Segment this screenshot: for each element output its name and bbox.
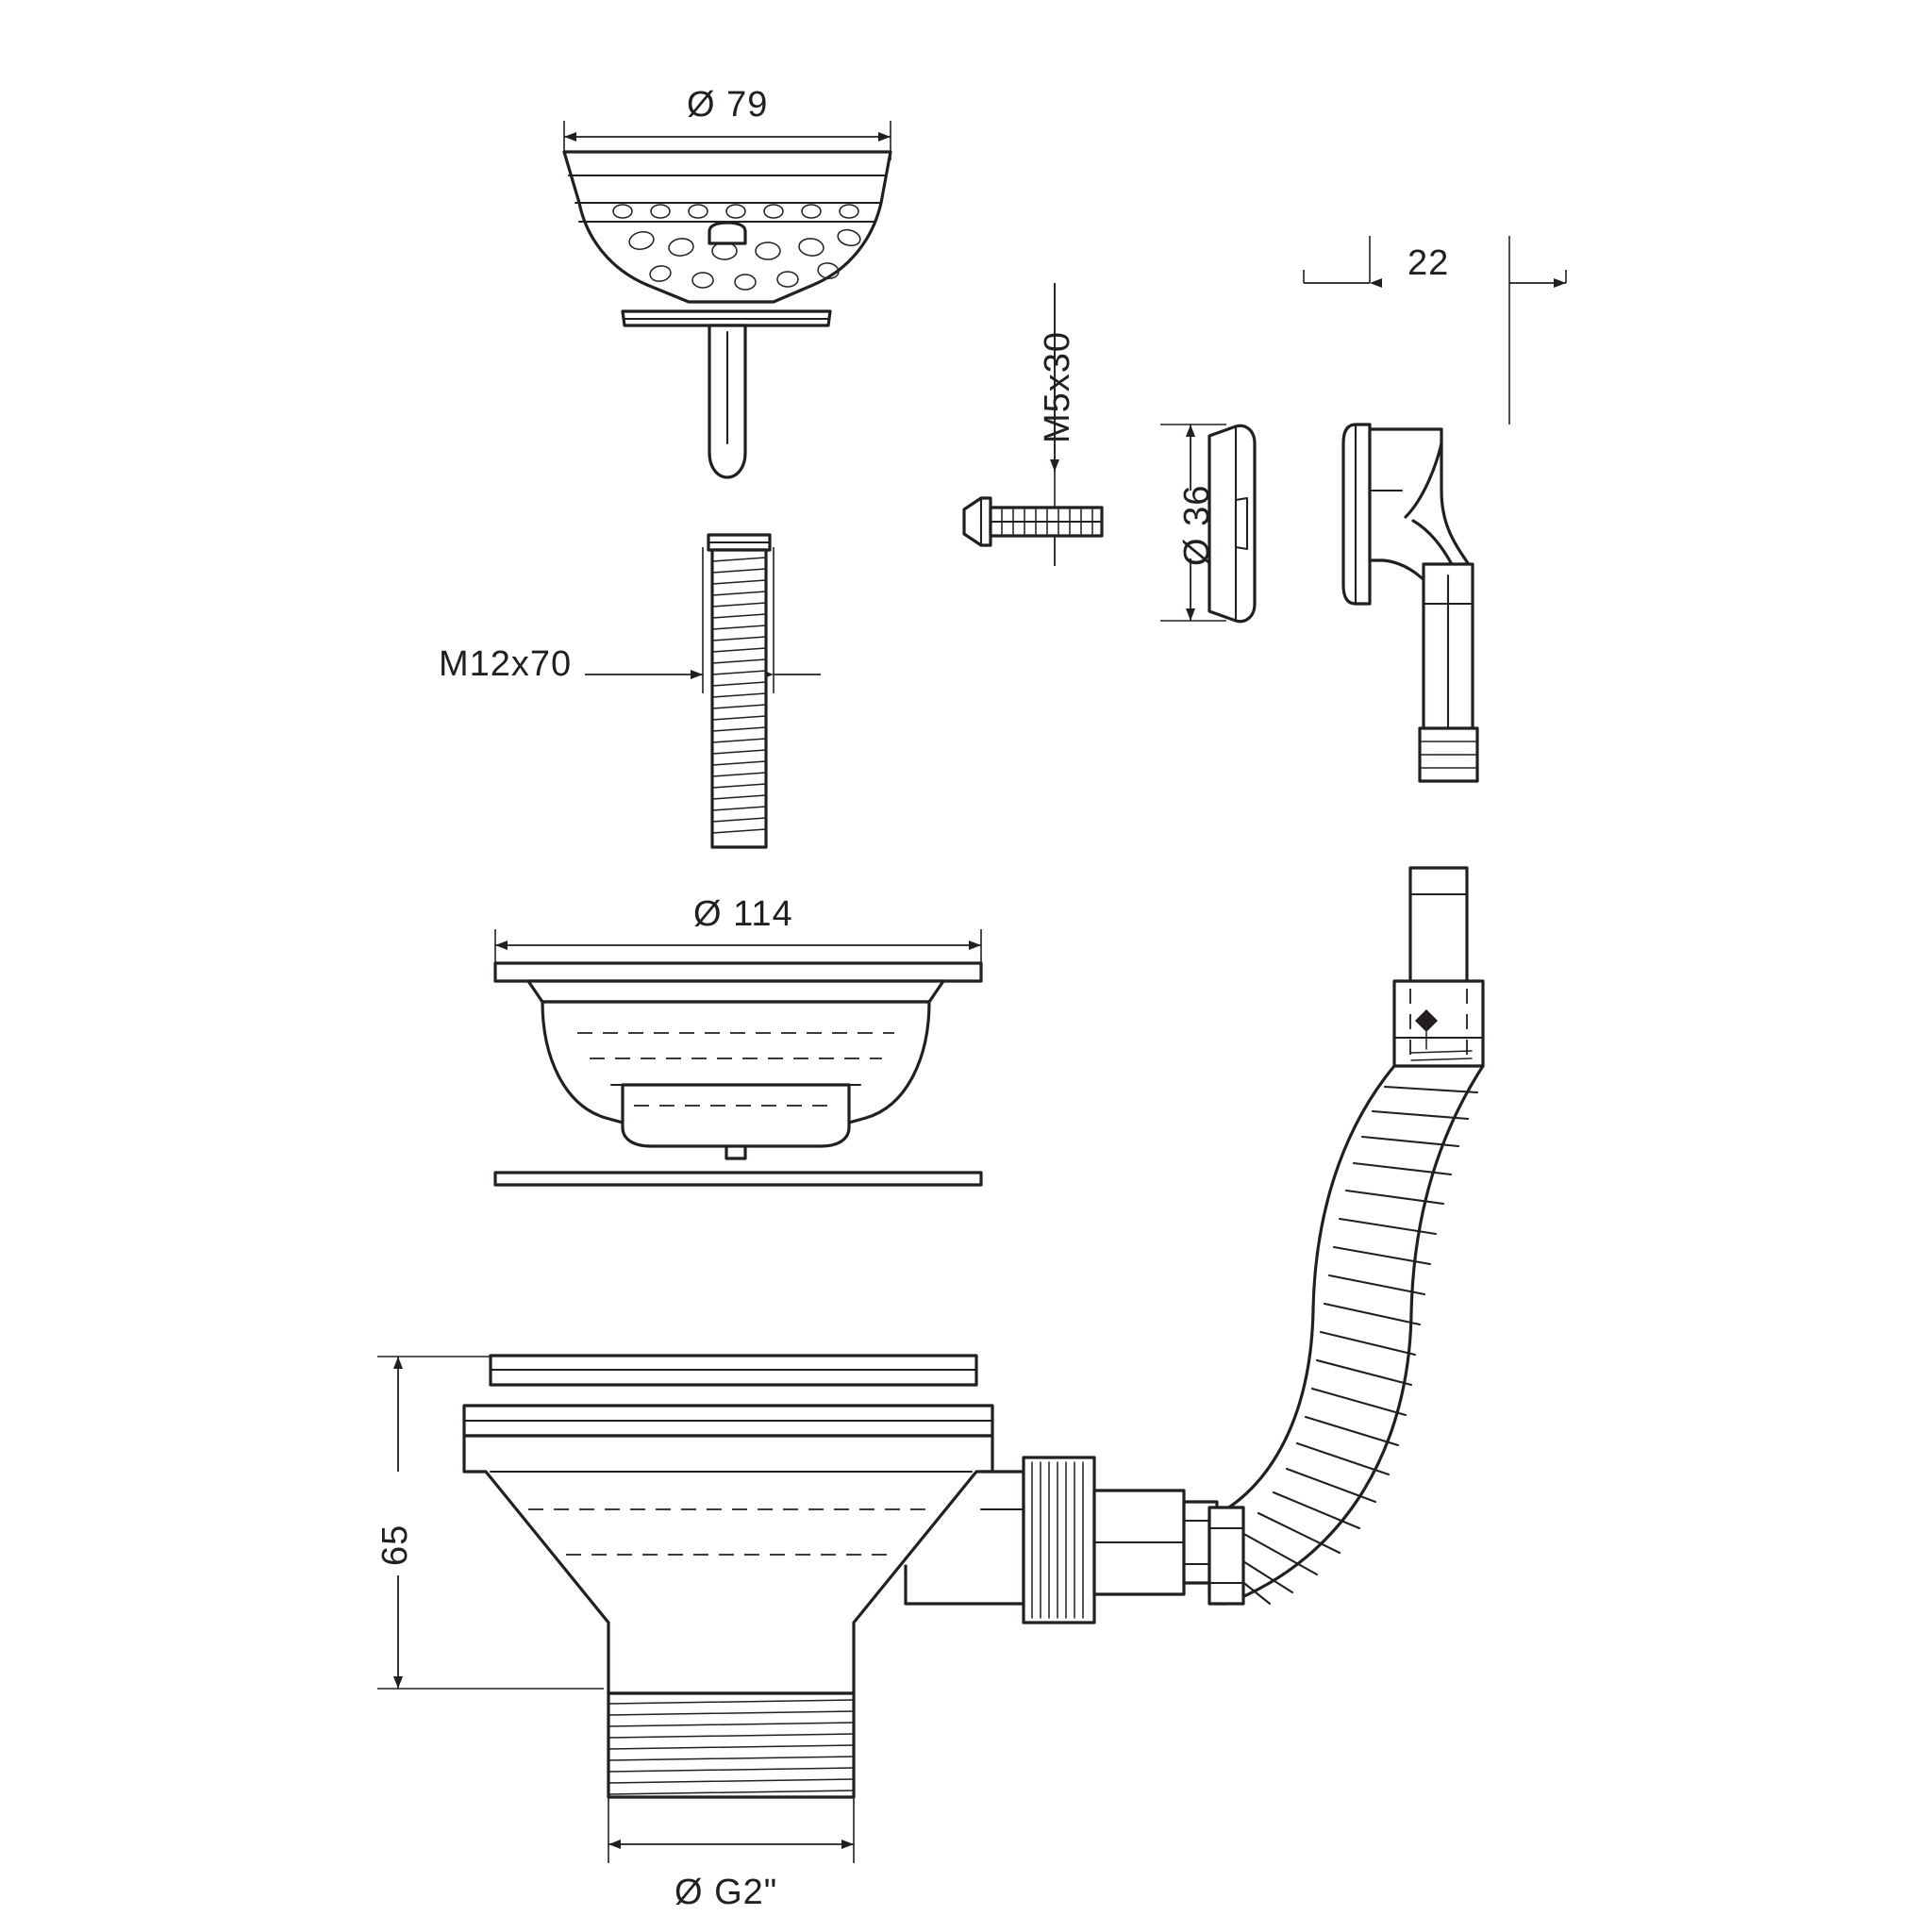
strainer-flange-part xyxy=(493,929,983,1187)
strainer-perforations xyxy=(612,204,861,291)
bolt-threads xyxy=(711,557,767,834)
dimension-label-65: 65 xyxy=(375,1524,415,1566)
strainer-basket-part xyxy=(562,121,892,479)
flexible-hose-part xyxy=(1208,866,1485,1606)
dimension-label-g2: Ø G2" xyxy=(675,1873,778,1912)
dimension-line-diameter-36 xyxy=(1160,424,1226,622)
dimension-label-diameter-36: Ø 36 xyxy=(1177,484,1217,566)
overflow-nut-part xyxy=(1022,1456,1219,1624)
sealing-gasket-part xyxy=(493,1171,983,1187)
dimension-line-m12x70 xyxy=(585,547,821,693)
overflow-elbow-part xyxy=(1303,236,1567,783)
waste-body-threads xyxy=(608,1699,855,1795)
dimension-label-22: 22 xyxy=(1407,243,1450,283)
dimension-label-m12x70: M12x70 xyxy=(439,644,573,684)
dimension-label-m5x30: M5x30 xyxy=(1038,330,1077,443)
dimension-line-22 xyxy=(1303,236,1567,425)
dimension-line-65 xyxy=(377,1356,604,1690)
dimension-label-diameter-114: Ø 114 xyxy=(693,894,793,934)
threaded-bolt-part xyxy=(585,533,821,849)
overflow-cover-part xyxy=(1160,424,1257,624)
dimension-label-diameter-79: Ø 79 xyxy=(687,85,769,125)
hose-corrugations xyxy=(1208,1064,1485,1606)
waste-body-part xyxy=(377,1354,1025,1863)
dimension-line-diameter-114 xyxy=(494,929,982,962)
screw-threads xyxy=(1001,508,1093,535)
overflow-screw-part xyxy=(962,283,1104,566)
knurl-lines xyxy=(1031,1461,1084,1619)
